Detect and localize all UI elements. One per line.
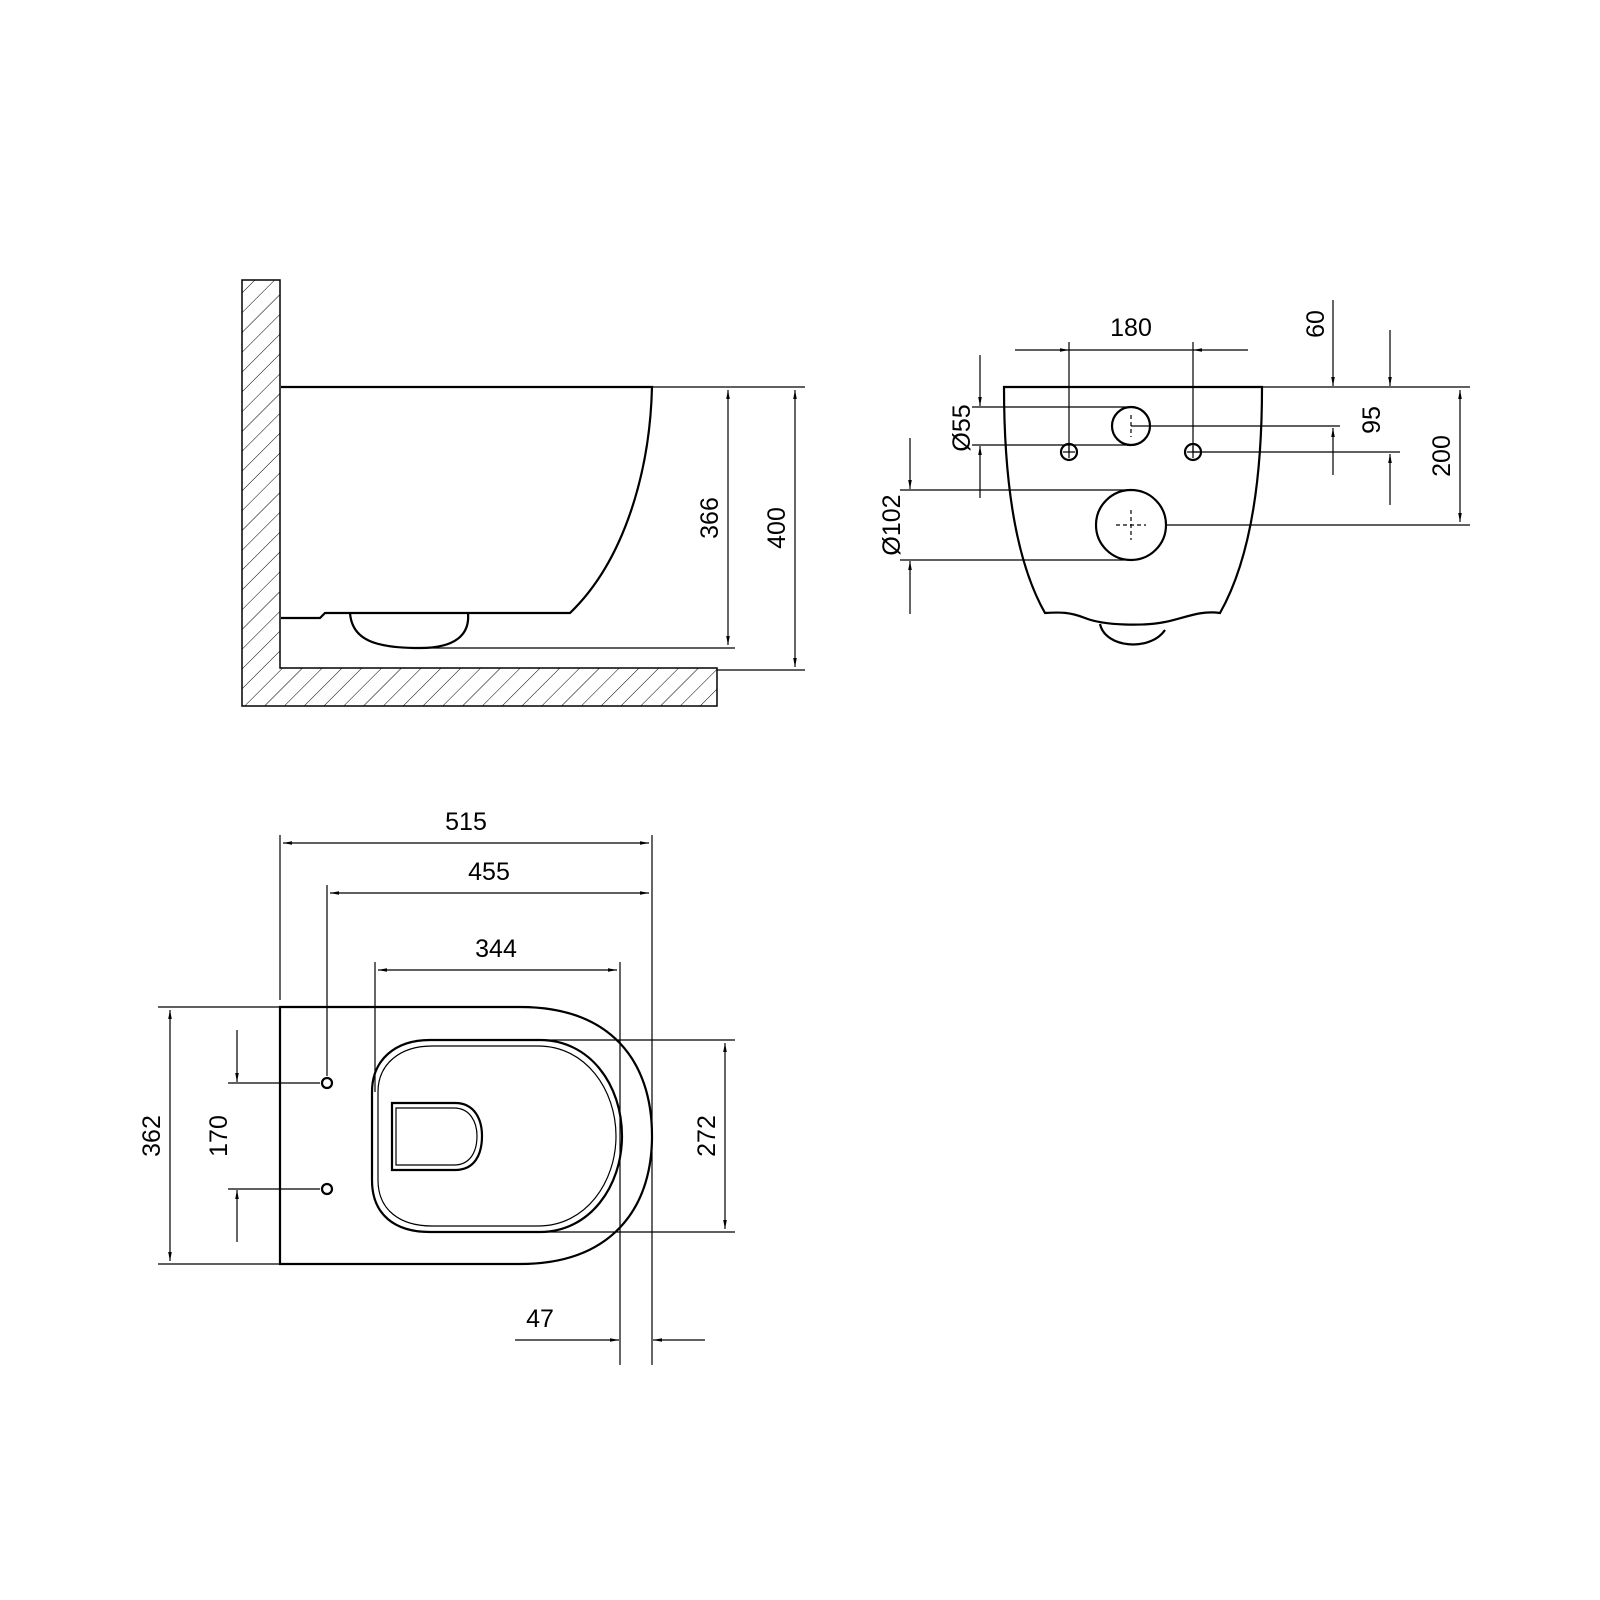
dim-366: 366 — [696, 497, 724, 539]
top-view: 515 455 344 362 170 272 47 — [138, 808, 735, 1365]
wall-floor-section — [241, 279, 718, 707]
bowl-rim — [370, 1038, 624, 1234]
side-view: 366 400 — [241, 279, 805, 707]
dim-diameter-55: Ø55 — [948, 404, 976, 451]
outlet-side — [348, 612, 470, 650]
dim-180: 180 — [1110, 314, 1152, 342]
dim-455: 455 — [468, 858, 510, 886]
rear-view: 180 60 95 200 Ø55 Ø102 — [878, 300, 1470, 646]
dim-diameter-102: Ø102 — [878, 494, 906, 555]
dim-515: 515 — [445, 808, 487, 836]
dim-344: 344 — [475, 935, 517, 963]
bowl-rear-outline — [1002, 385, 1264, 626]
dim-362: 362 — [138, 1115, 166, 1157]
dim-200: 200 — [1428, 435, 1456, 477]
bowl-rim-inner — [377, 1045, 617, 1227]
fixing-hole-top-lower — [320, 1182, 334, 1196]
dim-95: 95 — [1358, 406, 1386, 434]
dim-60: 60 — [1302, 310, 1330, 338]
dim-400: 400 — [763, 507, 791, 549]
dim-170: 170 — [205, 1115, 233, 1157]
dim-47: 47 — [526, 1305, 554, 1333]
fixing-hole-top-upper — [320, 1076, 334, 1090]
water-opening — [390, 1101, 484, 1172]
dim-272: 272 — [693, 1115, 721, 1157]
bowl-side-profile — [281, 385, 654, 620]
outlet-rear — [1098, 623, 1166, 646]
